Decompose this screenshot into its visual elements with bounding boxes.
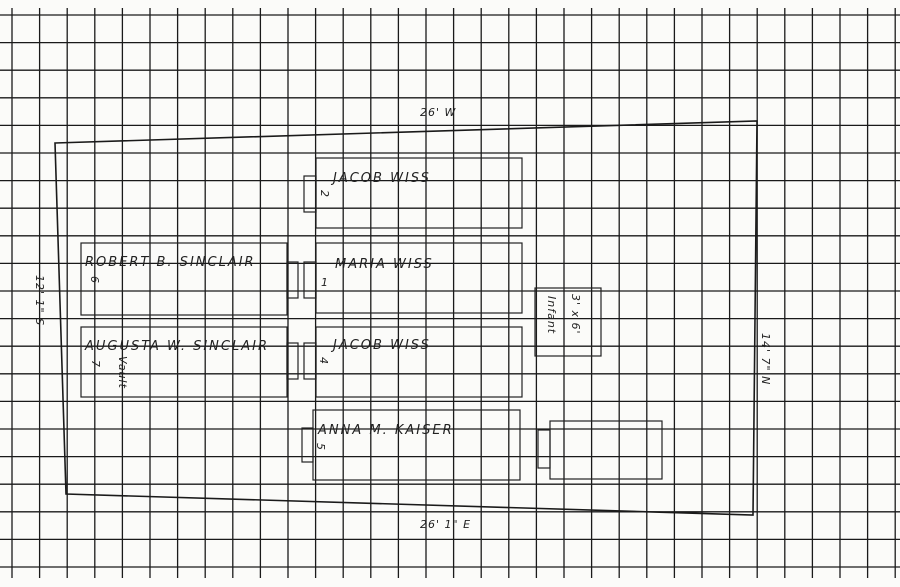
dimension-top: 26' W <box>420 106 457 119</box>
grave-box <box>315 157 523 229</box>
grave-jacob-wiss-4: JACOB WISS 4 <box>303 326 523 398</box>
grave-unnamed-right <box>537 420 663 480</box>
grave-box <box>315 242 523 314</box>
grave-maria-wiss: MARIA WISS 1 <box>303 242 523 314</box>
dimension-right: 14' 7" N <box>759 333 772 385</box>
grave-name: JACOB WISS <box>330 338 431 353</box>
headstone <box>301 427 314 463</box>
infant-box <box>534 287 602 357</box>
dimension-left: 12' 1" S <box>33 275 46 326</box>
headstone <box>537 429 551 469</box>
grave-number: 1 <box>321 276 329 289</box>
grave-jacob-wiss-2: JACOB WISS 2 <box>303 157 523 229</box>
headstone <box>303 342 317 380</box>
headstone <box>286 261 299 299</box>
grave-name: ANNA M. KAISER <box>317 423 454 438</box>
grave-name: ROBERT B. SINCLAIR <box>85 255 256 270</box>
vault-annotation: Vault <box>116 356 129 389</box>
headstone <box>303 261 317 299</box>
grave-number: 2 <box>318 190 331 198</box>
grave-box <box>80 326 288 398</box>
dimension-bottom: 26' 1" E <box>420 518 471 531</box>
grave-box <box>312 409 521 481</box>
infant-grave: 3' x 6' Infant <box>534 287 602 357</box>
grave-name: JACOB WISS <box>330 171 431 186</box>
grave-number: 4 <box>317 357 330 365</box>
graph-paper-grid <box>0 8 900 578</box>
grave-box <box>80 242 288 316</box>
headstone <box>286 342 299 380</box>
grave-number: 6 <box>88 276 101 284</box>
infant-size: 3' x 6' <box>569 294 582 335</box>
grave-name: AUGUSTA W. SINCLAIR <box>84 339 269 354</box>
headstone <box>303 175 317 213</box>
grave-robert-sinclair: ROBERT B. SINCLAIR 6 <box>80 242 299 316</box>
grave-anna-kaiser: ANNA M. KAISER 5 <box>301 409 521 481</box>
grave-box <box>549 420 663 480</box>
grave-name: MARIA WISS <box>335 257 434 272</box>
grave-number: 7 <box>89 360 102 368</box>
plot-outline <box>54 120 758 516</box>
grave-number: 5 <box>314 443 327 451</box>
infant-label: Infant <box>545 296 558 334</box>
grave-augusta-sinclair: AUGUSTA W. SINCLAIR 7 Vault <box>80 326 299 398</box>
